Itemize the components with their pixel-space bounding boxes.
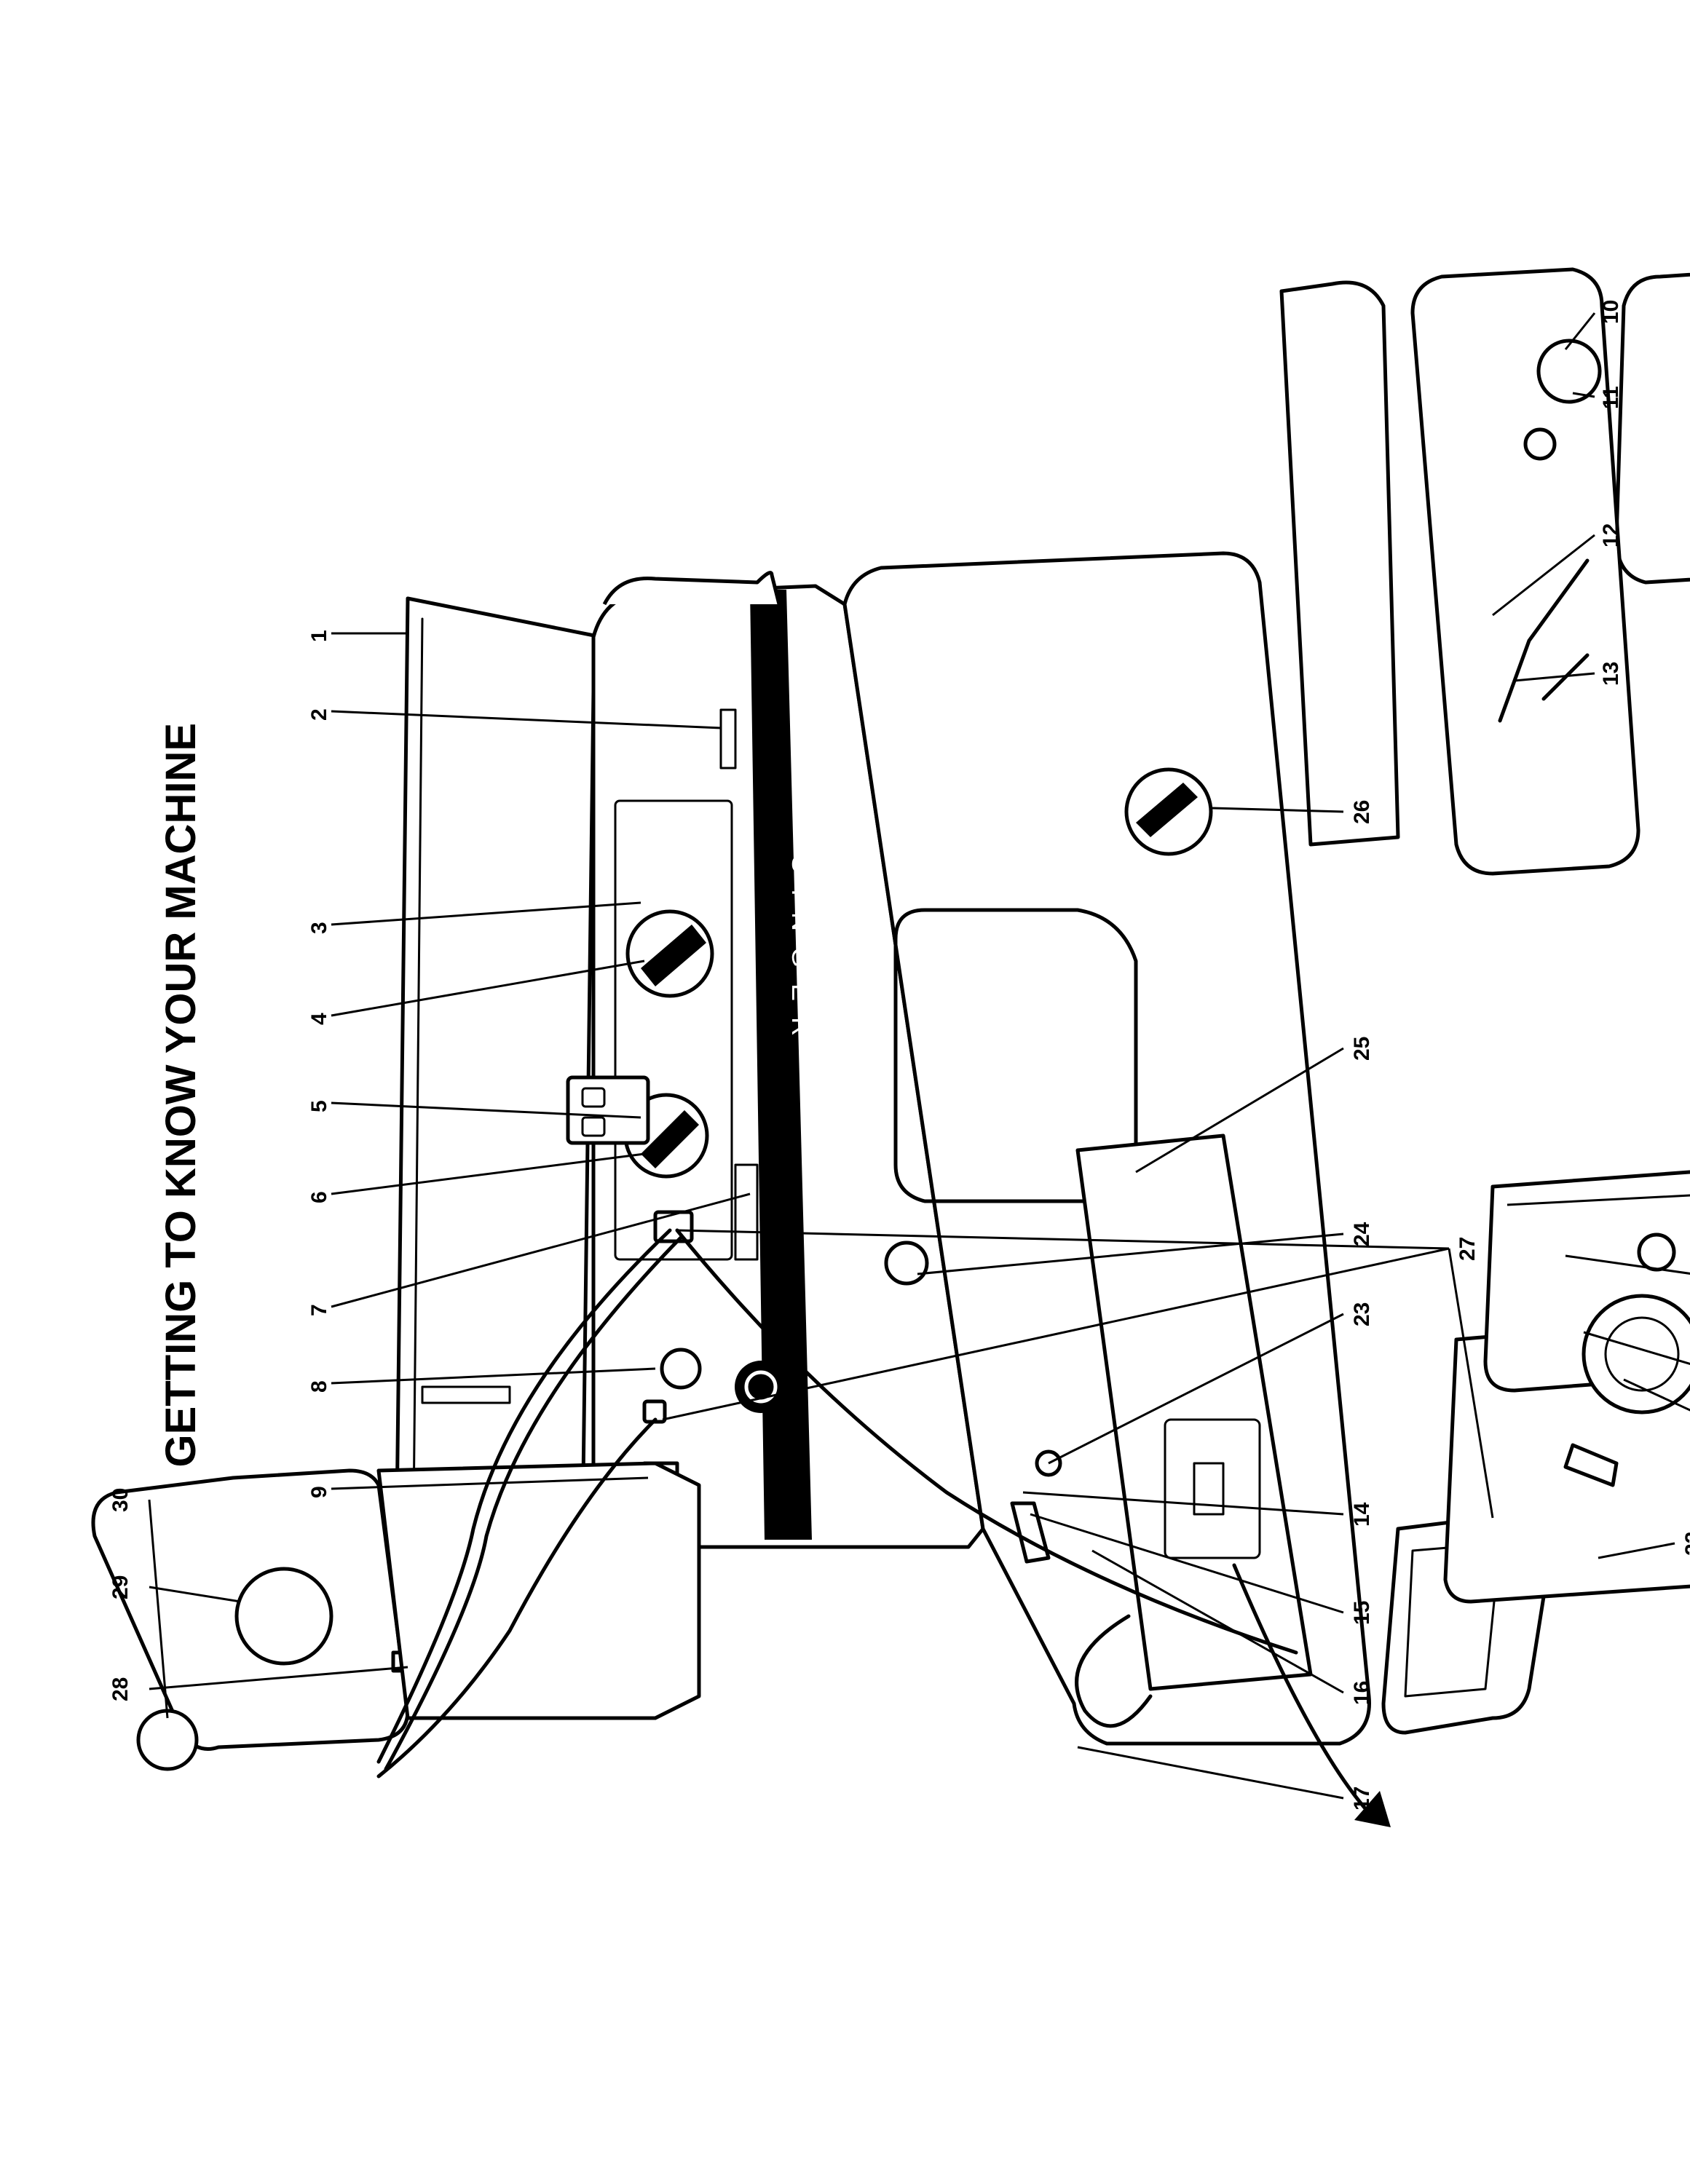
inset-bobbin-area — [1443, 1170, 1690, 1604]
page-title: 1. GETTING TO KNOW YOUR MACHINE — [157, 723, 205, 1514]
inset-power-cord — [91, 1075, 1553, 1779]
bobbin-case — [1582, 1294, 1690, 1415]
callout-16: 16 — [1350, 1681, 1374, 1705]
callout-13: 13 — [1599, 662, 1623, 686]
callout-22: 22 — [1681, 1532, 1690, 1556]
bobbin-winder[interactable] — [884, 1241, 929, 1286]
accessory-tray-hinge — [1536, 339, 1602, 404]
machine-lid — [395, 596, 596, 1544]
bobbin-winder-side[interactable] — [136, 1709, 199, 1771]
callout-6: 6 — [307, 1191, 331, 1203]
hand-wheel[interactable] — [602, 571, 781, 606]
bobbin — [1637, 1233, 1676, 1272]
inset-free-arm — [1279, 267, 1690, 876]
callout-10: 10 — [1599, 300, 1623, 324]
machine-base — [842, 551, 1391, 1827]
sewing-machine-main: SINGER — [395, 551, 1391, 1827]
callout-9: 9 — [307, 1486, 331, 1498]
needle-plate — [1164, 1418, 1261, 1559]
presser-foot — [1010, 1501, 1051, 1564]
callout-24: 24 — [1350, 1222, 1374, 1246]
brand-badge — [735, 1361, 787, 1413]
accessory-tray-knob[interactable] — [1523, 427, 1557, 461]
callout-7: 7 — [307, 1304, 331, 1316]
callout-30: 30 — [108, 1488, 133, 1512]
callout-27: 27 — [1456, 1237, 1480, 1261]
machine-head: SINGER — [591, 571, 985, 1549]
thread-tension-dial[interactable] — [660, 1348, 702, 1390]
brand-label: SINGER — [786, 855, 816, 1052]
callout-12: 12 — [1599, 523, 1623, 547]
callout-23: 23 — [1350, 1302, 1374, 1326]
needle-position-indicator — [719, 708, 737, 769]
callout-leaders — [148, 312, 1690, 1800]
callout-25: 25 — [1350, 1037, 1374, 1061]
callout-11: 11 — [1599, 386, 1623, 409]
callout-28: 28 — [108, 1677, 133, 1701]
callout-3: 3 — [307, 922, 331, 934]
callout-17: 17 — [1350, 1787, 1374, 1811]
callout-1: 1 — [307, 630, 331, 642]
callout-4: 4 — [307, 1013, 331, 1025]
callout-29: 29 — [108, 1575, 133, 1599]
callout-5: 5 — [307, 1100, 331, 1112]
callout-14: 14 — [1350, 1502, 1374, 1527]
callout-2: 2 — [307, 708, 331, 721]
callout-8: 8 — [307, 1380, 331, 1393]
callout-numbers: 1 2 3 4 5 6 7 8 9 10 11 12 13 14 15 16 1… — [108, 300, 1690, 1811]
callout-26: 26 — [1350, 800, 1374, 824]
callout-15: 15 — [1350, 1601, 1374, 1625]
hand-wheel-side[interactable] — [234, 1567, 333, 1666]
wall-outlet — [566, 1075, 650, 1145]
